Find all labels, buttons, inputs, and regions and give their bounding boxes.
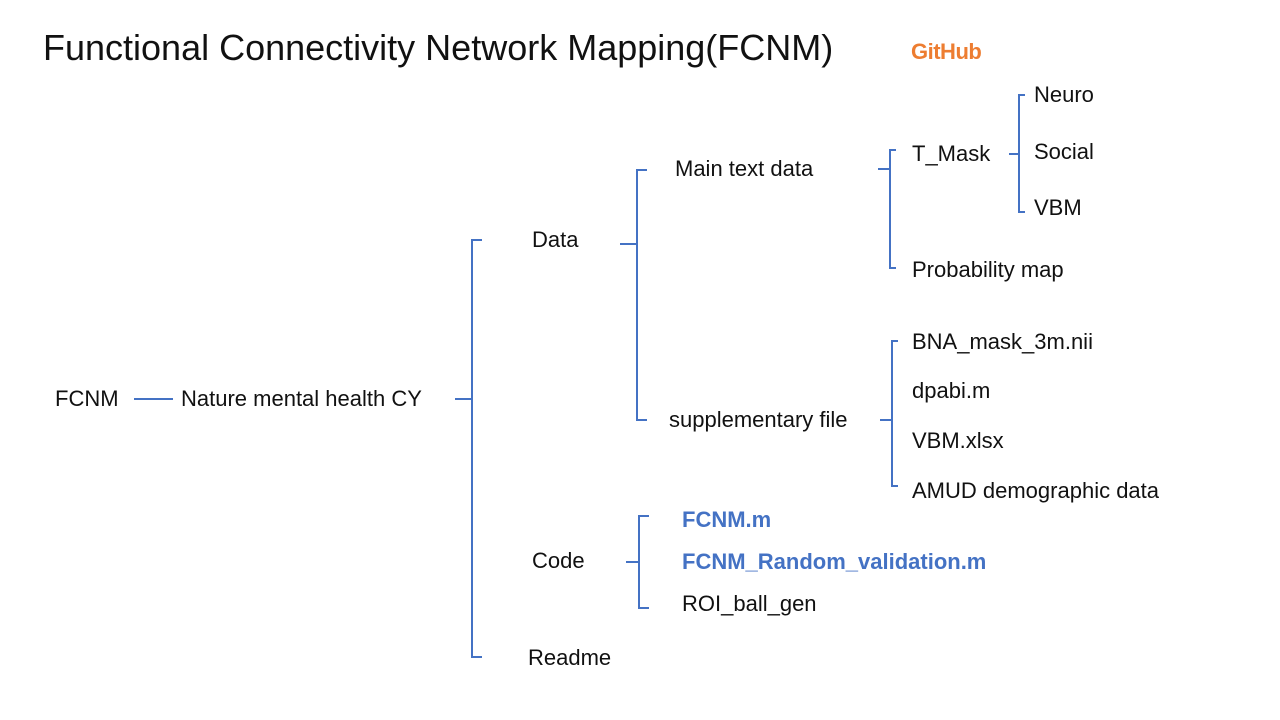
bracket-supp xyxy=(891,340,898,487)
node-neuro: Neuro xyxy=(1034,82,1094,107)
node-readme: Readme xyxy=(528,645,612,670)
node-main-text-data: Main text data xyxy=(675,156,814,181)
node-fcnm-m: FCNM.m xyxy=(682,507,772,532)
node-paper: Nature mental health CY xyxy=(181,386,422,411)
node-vbm-xlsx: VBM.xlsx xyxy=(912,428,1004,453)
node-dpabi: dpabi.m xyxy=(912,378,991,403)
node-probability-map: Probability map xyxy=(912,257,1064,282)
node-t-mask: T_Mask xyxy=(912,141,991,166)
node-social: Social xyxy=(1034,139,1094,164)
node-fcnm-random-validation: FCNM_Random_validation.m xyxy=(682,549,987,574)
node-amud-demographic: AMUD demographic data xyxy=(912,478,1160,503)
node-data: Data xyxy=(532,227,579,252)
node-roi-ball-gen: ROI_ball_gen xyxy=(682,591,817,616)
page-title: Functional Connectivity Network Mapping(… xyxy=(43,27,834,68)
node-bna-mask: BNA_mask_3m.nii xyxy=(912,329,1093,354)
node-fcnm-root: FCNM xyxy=(55,386,119,411)
github-link[interactable]: GitHub xyxy=(911,39,982,64)
bracket-main xyxy=(889,149,896,269)
node-supplementary-file: supplementary file xyxy=(669,407,848,432)
bracket-code xyxy=(638,515,649,609)
bracket-data xyxy=(636,169,647,421)
bracket-tmask xyxy=(1018,94,1025,213)
node-vbm: VBM xyxy=(1034,195,1082,220)
bracket-level1 xyxy=(471,239,482,658)
node-code: Code xyxy=(532,548,585,573)
